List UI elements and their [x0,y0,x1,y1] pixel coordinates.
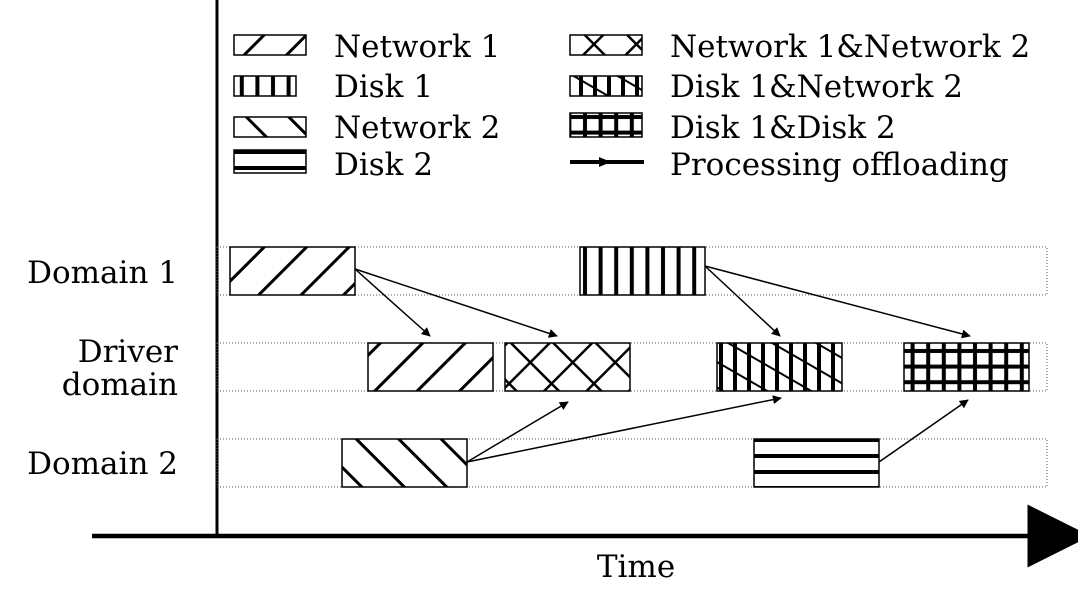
block-driver-network-1-network-2 [504,342,631,392]
time-axis-label: Time [597,549,675,585]
arrow-disk1-to-driver-disk1disk2 [704,265,971,339]
legend-offloading-arrowhead [599,157,611,167]
arrow-net2-to-driver-disk1net2 [466,395,782,463]
legend-swatch-network-1 [233,34,307,56]
arrow-disk2-to-driver-disk1disk2 [878,399,969,463]
legend-label-network-1-network-2: Network 1&Network 2 [670,29,1030,65]
legend-swatch-disk-1-disk-2 [569,112,643,138]
block-driver-disk-1-disk-2 [903,342,1030,392]
legend-label-disk-2: Disk 2 [334,147,433,183]
lane-domain-2 [216,438,1048,488]
legend-label-network-1: Network 1 [334,29,500,65]
lane-driver-domain [216,342,1048,392]
arrow-net1-to-driver-net1net2 [354,268,558,338]
row-label-domain-1: Domain 1 [27,255,178,291]
arrow-net2-to-driver-net1net2 [466,401,569,463]
row-label-driver-domain-line-2: domain [62,367,178,403]
legend-label-disk-1-disk-2: Disk 1&Disk 2 [670,110,896,146]
legend: Network 1 Disk 1 Network 2 Disk 2 Networ… [233,29,1030,183]
block-domain-2-disk-2 [753,438,880,488]
row-label-domain-2: Domain 2 [27,446,178,482]
legend-label-disk-1: Disk 1 [334,69,433,105]
legend-swatch-disk-1-network-2 [569,75,643,97]
block-driver-network-1 [367,342,494,392]
block-driver-disk-1-network-2 [716,342,843,392]
legend-swatch-network-1-network-2 [569,34,643,56]
legend-label-processing-offloading: Processing offloading [670,147,1009,183]
legend-swatch-disk-2 [233,149,307,174]
block-domain-1-disk-1 [579,246,706,296]
legend-swatch-disk-1 [233,75,297,97]
arrow-net1-to-driver-net1 [354,268,431,337]
legend-label-network-2: Network 2 [334,110,500,146]
arrow-disk1-to-driver-disk1net2 [704,265,781,337]
offloading-arrows [354,265,971,463]
row-label-driver-domain-line-1: Driver [78,334,178,370]
legend-label-disk-1-network-2: Disk 1&Network 2 [670,69,963,105]
legend-swatch-network-2 [233,116,307,138]
block-domain-1-network-1 [229,246,356,296]
block-domain-2-network-2 [341,438,468,488]
